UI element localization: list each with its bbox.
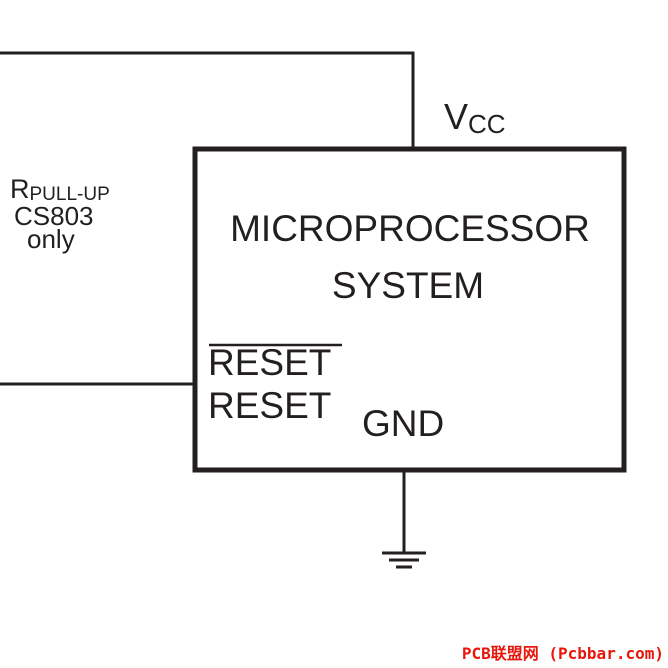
block-title-line1: MICROPROCESSOR	[230, 208, 590, 249]
reset-pin-label: RESET	[208, 385, 331, 426]
only-label: only	[27, 224, 75, 254]
vcc-label-sub: CC	[468, 109, 506, 139]
vcc-wire	[0, 51, 415, 149]
gnd-pin-label: GND	[362, 403, 444, 444]
block-title-line2: SYSTEM	[332, 265, 484, 306]
vcc-label-main: V	[444, 96, 468, 137]
rpullup-label-sub: PULL-UP	[30, 184, 110, 205]
microprocessor-block	[192, 146, 627, 473]
rpullup-label: RPULL-UP	[10, 174, 110, 205]
vcc-label: VCC	[444, 96, 506, 139]
rpullup-label-main: R	[10, 174, 30, 204]
watermark-text: PCB联盟网 (Pcbbar.com)	[462, 644, 664, 663]
reset-bar-pin-label: RESET	[208, 342, 331, 383]
ground-symbol-icon	[382, 551, 426, 569]
part-number-label: CS803	[14, 201, 94, 231]
